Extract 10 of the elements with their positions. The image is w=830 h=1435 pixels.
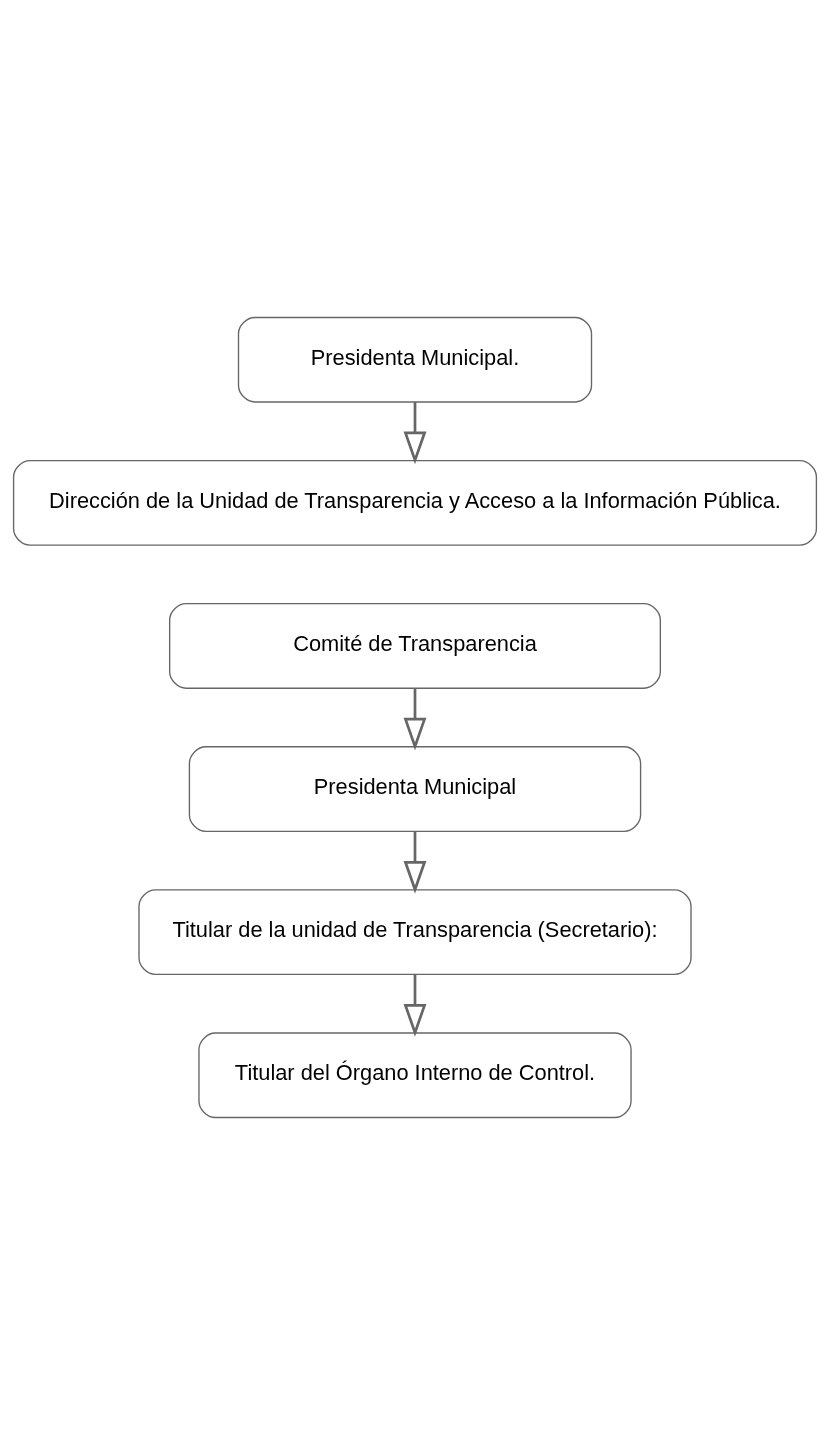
arrow [403,831,427,894]
node-box: Titular del Órgano Interno de Control. [198,1032,632,1119]
node-box: Presidenta Municipal. [237,316,593,403]
node-box: Comité de Transparencia [169,603,661,689]
arrow [403,402,427,465]
node-box: Titular de la unidad de Transparencia (Secretario): [138,889,692,976]
node-box: Presidenta Municipal [188,746,642,832]
node-box: Dirección de la Unidad de Transparencia y Acceso a la Información Pública. [12,459,818,546]
arrow [403,974,427,1037]
arrow [403,688,427,751]
